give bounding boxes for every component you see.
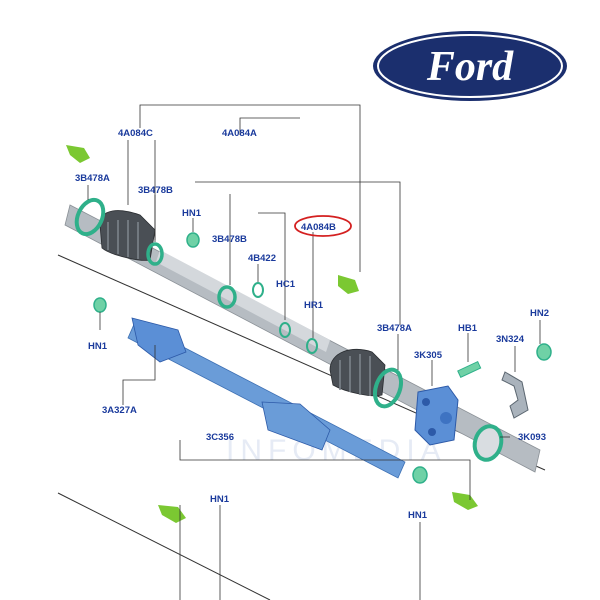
label-4A084A: 4A084A: [222, 128, 257, 139]
bolt-HB1: [457, 360, 482, 378]
ford-logo: Ford: [371, 29, 569, 103]
upper-shaft-assembly: [64, 145, 552, 473]
label-HN2: HN2: [530, 308, 549, 319]
label-HC1: HC1: [276, 279, 296, 290]
label-3K305: 3K305: [414, 350, 443, 361]
label-3B478B-b: 3B478B: [212, 234, 247, 245]
lower-shaft: [127, 321, 406, 479]
right-boot: [329, 348, 386, 397]
ring-HR1: [306, 338, 318, 354]
label-3B478A-mid: 3B478A: [377, 323, 412, 334]
nut-HN1-b: [93, 297, 107, 313]
seal-3B478B-b: [217, 285, 237, 309]
nut-HN2: [536, 343, 552, 361]
clip-top-left: [66, 145, 90, 163]
seal-3B478B-a: [146, 242, 164, 266]
label-4A084C: 4A084C: [118, 128, 153, 139]
nut-HN1-d: [412, 466, 428, 484]
part-labels: 4A084C 4A084A 3B478A 3B478B HN1 3B478B 4…: [75, 128, 549, 521]
label-HN1-a: HN1: [182, 208, 202, 219]
nut-HN1-a: [186, 232, 200, 248]
label-HR1: HR1: [304, 300, 324, 311]
highlight-4A084B: [294, 215, 352, 237]
label-3C356: 3C356: [206, 432, 234, 443]
label-HB1: HB1: [458, 323, 478, 334]
leader-lines: [87, 104, 541, 600]
seal-3B478A-mid: [372, 367, 404, 409]
label-HN1-d: HN1: [408, 510, 428, 521]
lower-shaft-assembly: [93, 297, 478, 523]
label-3B478A-top: 3B478A: [75, 173, 110, 184]
label-HN1-b: HN1: [88, 341, 108, 352]
clip-top-mid: [338, 275, 359, 294]
clip-bottom-left: [158, 505, 186, 523]
ring-HC1: [279, 322, 291, 338]
ford-logo-text: Ford: [426, 44, 514, 90]
bracket-3N324: [501, 371, 529, 419]
label-3B478B-a: 3B478B: [138, 185, 173, 196]
bearing-housing-3K305: [414, 385, 459, 446]
label-3A327A: 3A327A: [102, 405, 137, 416]
ring-4B422: [252, 282, 264, 298]
clip-bottom-right: [452, 492, 478, 510]
label-4B422: 4B422: [248, 253, 276, 264]
label-HN1-c: HN1: [210, 494, 230, 505]
seal-3B478A-top: [74, 197, 106, 237]
seal-3K093: [472, 424, 504, 462]
label-3K093: 3K093: [518, 432, 546, 443]
label-3N324: 3N324: [496, 334, 525, 345]
label-4A084B: 4A084B: [301, 222, 336, 233]
